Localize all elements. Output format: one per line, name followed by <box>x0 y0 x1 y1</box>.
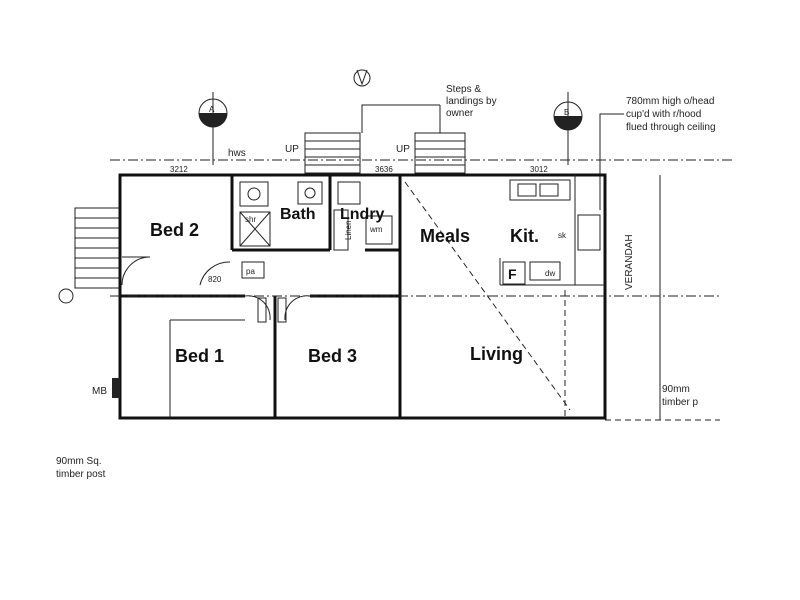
post-note-right-line1: 90mm <box>662 384 690 395</box>
meter-box-label: MB <box>92 386 107 397</box>
rangehood-note-line2: cup'd with r/hood <box>626 109 701 120</box>
hws-label: hws <box>228 148 246 159</box>
fridge-label: F <box>508 266 517 282</box>
steps-left <box>74 207 121 289</box>
steps-note-line2: landings by <box>446 96 497 107</box>
section-marker-b: B <box>553 92 583 165</box>
door-820-label: 820 <box>208 275 222 284</box>
north-arrow-icon <box>353 69 371 87</box>
rangehood-note-line3: flued through ceiling <box>626 122 716 133</box>
bath-fixtures: shr <box>239 181 323 247</box>
room-bed-2: Bed 2 <box>150 220 199 240</box>
room-kitchen: Kit. <box>510 226 539 246</box>
pantry: pa <box>241 261 265 279</box>
room-meals: Meals <box>420 226 470 246</box>
fridge: F <box>502 261 526 285</box>
pantry-label: pa <box>246 267 255 276</box>
west-arrow-icon <box>58 288 74 304</box>
rangehood-note-line1: 780mm high o/head <box>626 96 714 107</box>
doors: 820 <box>121 256 311 323</box>
linen-label: Linen <box>344 220 353 240</box>
up-label-1: UP <box>285 144 299 155</box>
room-bed-3: Bed 3 <box>308 346 357 366</box>
laundry-fixtures: wm Linen <box>333 181 393 251</box>
room-bed-1: Bed 1 <box>175 346 224 366</box>
room-laundry: Lndry <box>340 206 385 223</box>
up-label-2: UP <box>396 144 410 155</box>
washing-machine-label: wm <box>369 225 383 234</box>
section-marker-a: A <box>198 92 228 165</box>
post-note-right-line2: timber p <box>662 397 699 408</box>
meter-box: MB <box>92 378 120 398</box>
section-a-label: A <box>209 105 215 114</box>
post-note-left-line2: timber post <box>56 469 106 480</box>
steps-note-line1: Steps & <box>446 84 481 95</box>
dimension-2: 3636 <box>375 165 393 174</box>
steps-note-line3: owner <box>446 108 474 119</box>
section-b-label: B <box>564 108 569 117</box>
dimension-1: 3212 <box>170 165 188 174</box>
shower-label: shr <box>245 215 256 224</box>
steps-top <box>304 104 466 174</box>
verandah-label: VERANDAH <box>624 234 635 290</box>
dimension-3: 3012 <box>530 165 548 174</box>
room-living: Living <box>470 344 523 364</box>
room-bath: Bath <box>280 206 316 223</box>
kitchen-fixtures: sk dw <box>509 179 601 281</box>
dishwasher-label: dw <box>545 269 555 278</box>
sink-label: sk <box>558 231 567 240</box>
post-note-left-line1: 90mm Sq. <box>56 456 102 467</box>
